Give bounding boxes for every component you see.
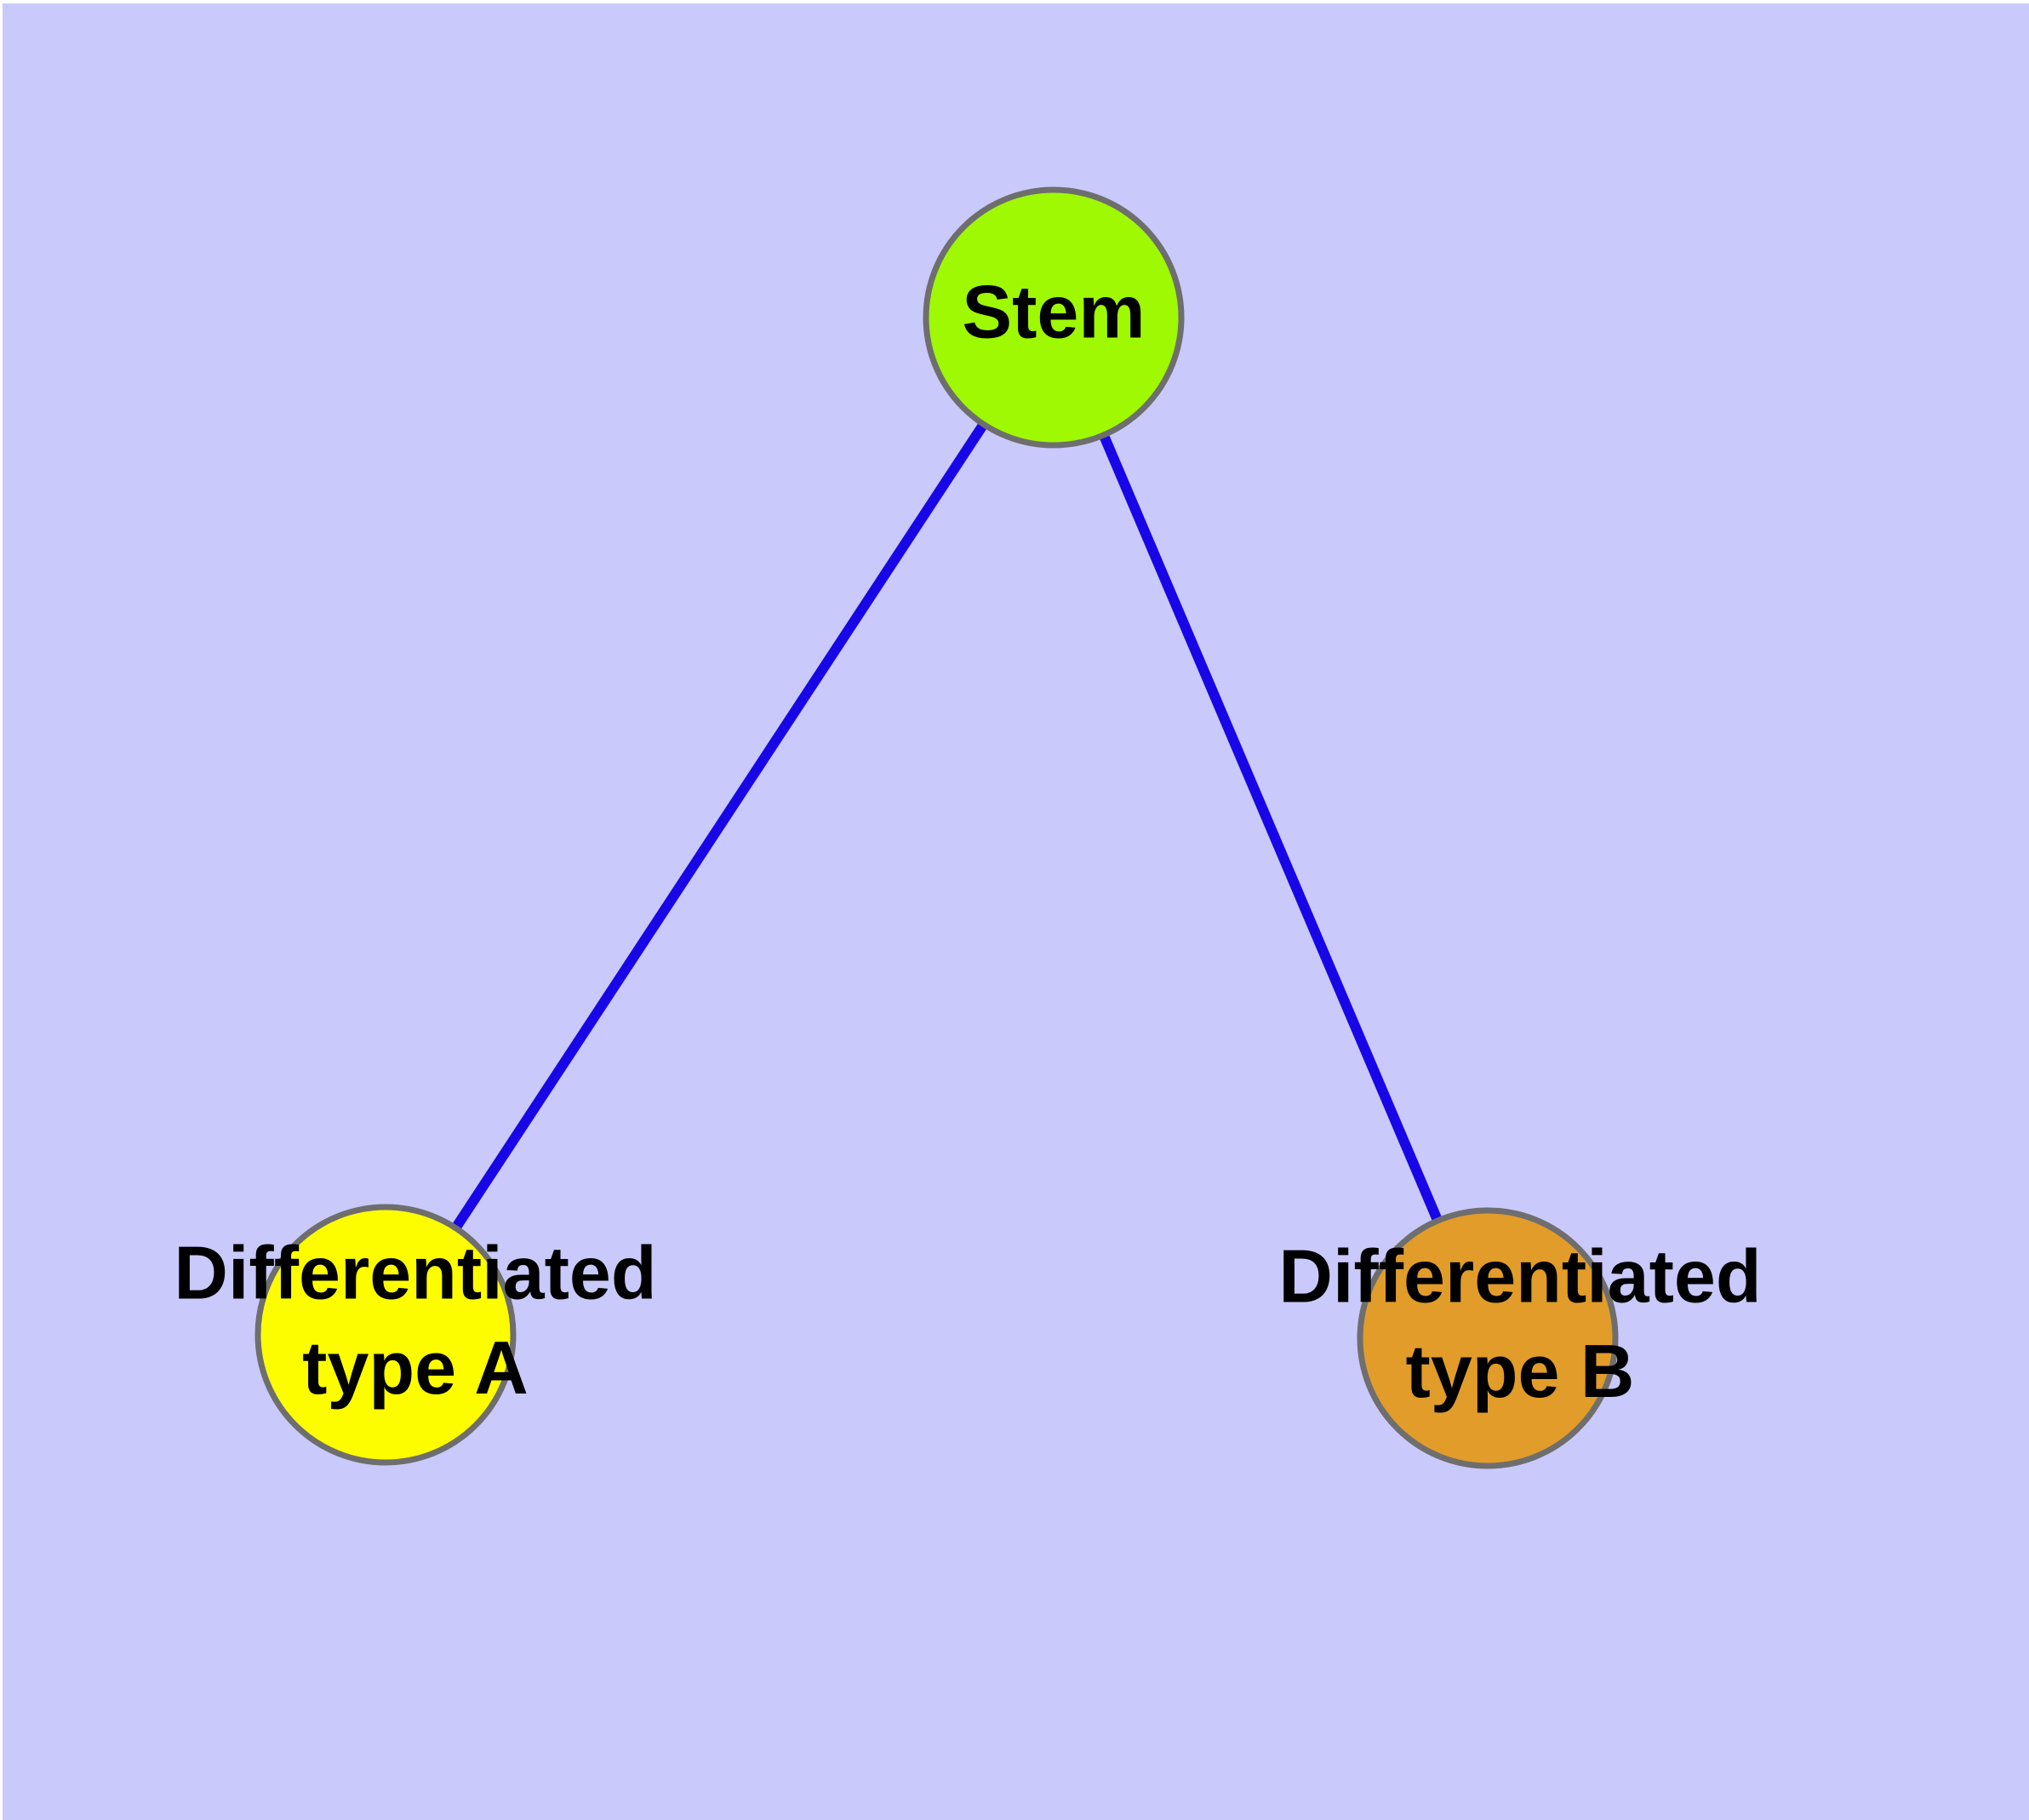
node-stem-circle[interactable] xyxy=(923,186,1185,449)
node-differentiated-type-b-circle[interactable] xyxy=(1357,1207,1619,1469)
node-differentiated-type-b-label-line2: type B xyxy=(1406,1329,1635,1413)
edge-stem-to-differentiated-type-b[interactable] xyxy=(1099,432,1443,1223)
edge-stem-to-differentiated-type-a[interactable] xyxy=(451,421,988,1231)
node-layer: Stem Differentiated type A Differentiate… xyxy=(174,186,1762,1469)
node-differentiated-type-b-label-line1: Differentiated xyxy=(1278,1233,1761,1318)
node-differentiated-type-a-label-line1: Differentiated xyxy=(174,1230,656,1314)
node-differentiated-type-a[interactable]: Differentiated type A xyxy=(174,1204,657,1466)
node-stem-label: Stem xyxy=(962,269,1145,353)
node-differentiated-type-a-label-line2: type A xyxy=(302,1325,529,1410)
node-differentiated-type-a-circle[interactable] xyxy=(254,1204,517,1466)
edge-layer xyxy=(451,421,1443,1231)
node-differentiated-type-b[interactable]: Differentiated type B xyxy=(1278,1207,1762,1469)
node-stem[interactable]: Stem xyxy=(923,186,1185,449)
